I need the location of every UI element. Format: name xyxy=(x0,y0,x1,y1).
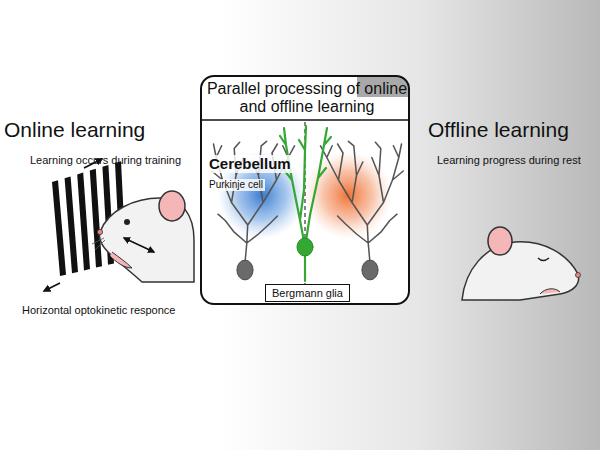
purkinje-cell-right xyxy=(321,141,404,280)
text-slot: Parallel processing of online and offlin… xyxy=(204,80,410,117)
subheading: Learning occurs during training xyxy=(30,154,181,167)
text-slot: Online learning xyxy=(4,117,145,142)
mouse-sleeping xyxy=(462,227,581,300)
text-slot: Offline learning xyxy=(428,117,569,142)
rotation-arrow xyxy=(44,283,60,291)
panel-heading: Parallel processing of online and offlin… xyxy=(204,80,410,117)
figure-label: Horizontal optokinetic responce xyxy=(22,304,175,317)
text-slot: Horizontal optokinetic responce xyxy=(22,300,175,318)
text-slot: Cerebellum xyxy=(207,155,293,173)
mouse-awake xyxy=(92,191,194,282)
section-heading: Online learning xyxy=(4,117,145,142)
cerebellum-panel: Parallel processing of online and offlin… xyxy=(200,75,410,305)
header-divider xyxy=(201,119,409,121)
subheading: Learning progress during rest xyxy=(437,154,581,167)
cell-label: Purkinje cell xyxy=(207,179,265,191)
text-slot: Learning progress during rest xyxy=(437,150,581,168)
bergmann-glia-cell xyxy=(280,126,331,281)
glia-label-box: Bergmann glia xyxy=(265,284,350,302)
text-slot: Purkinje cell xyxy=(207,174,265,192)
panel-inner xyxy=(201,76,409,302)
text-slot: Learning occurs during training xyxy=(30,150,181,168)
panel-fill xyxy=(201,76,409,304)
region-label: Cerebellum xyxy=(207,155,293,173)
box-label: Bergmann glia xyxy=(272,286,343,300)
section-heading: Offline learning xyxy=(428,117,569,142)
